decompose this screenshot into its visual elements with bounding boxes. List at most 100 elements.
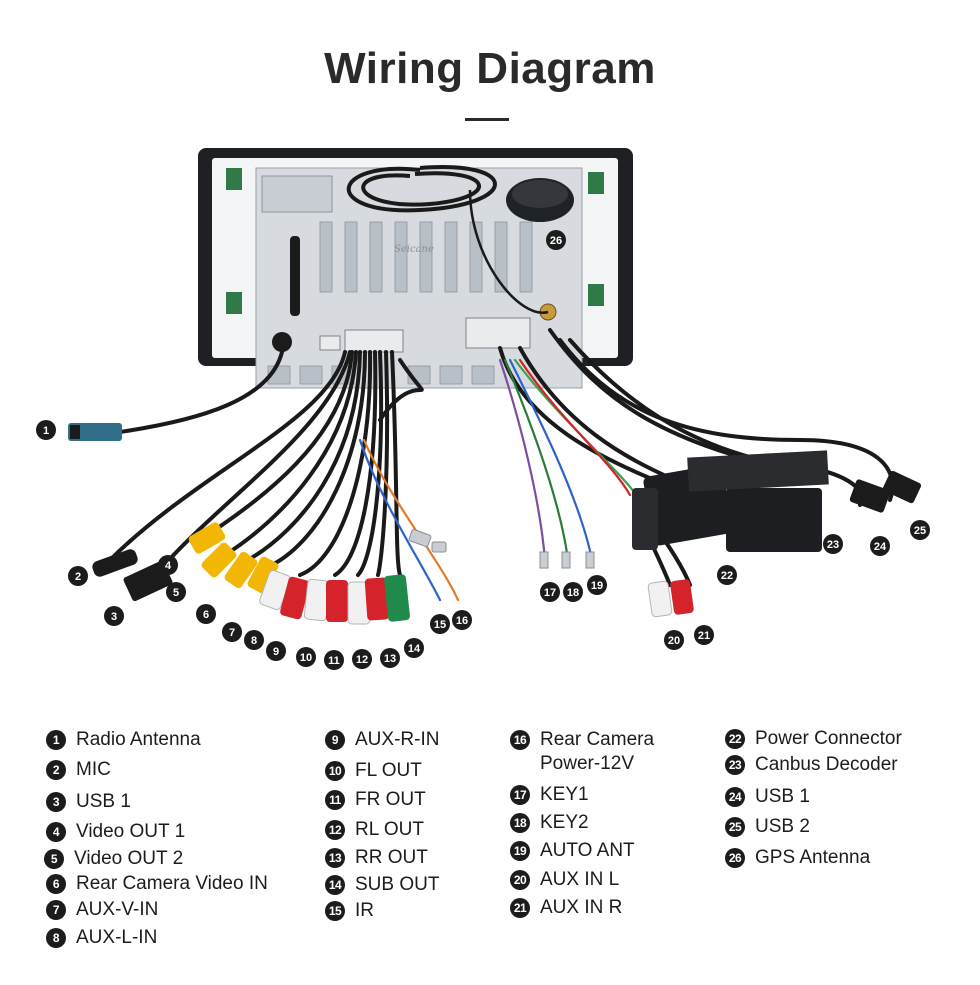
- radio-antenna-socket: [272, 332, 292, 352]
- legend-label: Rear Camera Video IN: [76, 873, 268, 894]
- legend-label: Radio Antenna: [76, 729, 201, 750]
- svg-text:13: 13: [384, 653, 396, 665]
- legend-item: 13 RR OUT: [325, 846, 428, 870]
- svg-text:6: 6: [203, 609, 209, 621]
- legend-number-badge: 23: [725, 755, 745, 775]
- legend-number-badge: 24: [725, 787, 745, 807]
- svg-text:16: 16: [456, 615, 468, 627]
- callout-badge-7: 7: [222, 622, 242, 642]
- svg-text:25: 25: [914, 525, 926, 537]
- svg-text:23: 23: [827, 539, 839, 551]
- callout-badge-13: 13: [380, 648, 400, 668]
- legend-label: USB 1: [755, 786, 810, 807]
- legend-number-badge: 14: [325, 875, 345, 895]
- legend-item: 4 Video OUT 1: [46, 820, 185, 844]
- svg-text:7: 7: [229, 627, 235, 639]
- legend-item: 9 AUX-R-IN: [325, 728, 439, 752]
- canbus-decoder-box: [687, 450, 829, 552]
- legend-label: Canbus Decoder: [755, 754, 898, 775]
- legend-number-badge: 8: [46, 928, 66, 948]
- gps-antenna: [346, 165, 574, 314]
- legend-label: KEY1: [540, 784, 589, 805]
- legend-number-badge: 20: [510, 870, 530, 890]
- rca-plugs-audio: [259, 569, 694, 625]
- svg-text:22: 22: [721, 570, 733, 582]
- legend-number-badge: 9: [325, 730, 345, 750]
- legend-number-badge: 3: [46, 792, 66, 812]
- svg-text:8: 8: [251, 635, 257, 647]
- svg-text:11: 11: [328, 655, 340, 667]
- legend-item: 2 MIC: [46, 758, 111, 782]
- legend-item: 26 GPS Antenna: [725, 846, 870, 870]
- svg-text:3: 3: [111, 611, 117, 623]
- svg-text:5: 5: [173, 587, 179, 599]
- legend-number-badge: 19: [510, 841, 530, 861]
- callout-badge-8: 8: [244, 630, 264, 650]
- legend-label: RR OUT: [355, 847, 428, 868]
- legend-label: Video OUT 2: [74, 848, 184, 869]
- callout-badge-25: 25: [910, 520, 930, 540]
- legend-number-badge: 6: [46, 874, 66, 894]
- svg-text:14: 14: [408, 643, 421, 655]
- svg-text:20: 20: [668, 635, 680, 647]
- legend-item: 6 Rear Camera Video IN: [46, 872, 268, 896]
- legend-label: KEY2: [540, 812, 589, 833]
- svg-text:12: 12: [356, 654, 368, 666]
- svg-text:19: 19: [591, 580, 603, 592]
- callout-badge-26: 26: [546, 230, 566, 250]
- legend-number-badge: 18: [510, 813, 530, 833]
- legend-number-badge: 21: [510, 898, 530, 918]
- legend-number-badge: 1: [46, 730, 66, 750]
- legend-label: USB 1: [76, 791, 131, 812]
- legend-number-badge: 2: [46, 760, 66, 780]
- legend-label: FR OUT: [355, 789, 426, 810]
- legend-label: GPS Antenna: [755, 847, 871, 868]
- callout-badge-6: 6: [196, 604, 216, 624]
- callout-badge-1: 1: [36, 420, 56, 440]
- legend-number-badge: 5: [44, 849, 64, 869]
- svg-text:18: 18: [567, 587, 579, 599]
- legend-label: SUB OUT: [355, 874, 440, 895]
- svg-text:26: 26: [550, 235, 562, 247]
- legend-label: USB 2: [755, 816, 810, 837]
- legend-item: 19 AUTO ANT: [510, 839, 635, 863]
- legend-item: 15 IR: [325, 899, 374, 923]
- svg-text:15: 15: [434, 619, 446, 631]
- legend-label: AUX IN L: [540, 869, 620, 890]
- legend-label: Video OUT 1: [76, 821, 186, 842]
- legend-number-badge: 25: [725, 817, 745, 837]
- svg-text:2: 2: [75, 571, 81, 583]
- title-underline: [465, 118, 509, 121]
- legend-number-badge: 17: [510, 785, 530, 805]
- wifi-antenna: [290, 236, 300, 316]
- wiring-diagram-illustration: Seicane: [36, 148, 930, 670]
- radio-antenna-plug: [68, 423, 122, 441]
- callout-badge-15: 15: [430, 614, 450, 634]
- callout-badge-21: 21: [694, 625, 714, 645]
- callout-badge-23: 23: [823, 534, 843, 554]
- callout-badge-11: 11: [324, 650, 344, 670]
- legend-item: 17 KEY1: [510, 783, 589, 807]
- legend-label: FL OUT: [355, 760, 422, 781]
- legend-item: 23 Canbus Decoder: [725, 753, 898, 777]
- svg-text:10: 10: [300, 652, 312, 664]
- legend-number-badge: 16: [510, 730, 530, 750]
- legend-item: 11 FR OUT: [325, 788, 426, 812]
- callout-badge-17: 17: [540, 582, 560, 602]
- svg-text:1: 1: [43, 425, 49, 437]
- callout-badge-9: 9: [266, 641, 286, 661]
- legend-item: 14 SUB OUT: [325, 873, 439, 897]
- legend-item: 1 Radio Antenna: [46, 728, 201, 752]
- legend-item: 25 USB 2: [725, 815, 810, 839]
- legend-item: 3 USB 1: [46, 790, 131, 814]
- legend-item: 5 Video OUT 2: [44, 847, 183, 871]
- legend-label: AUX-V-IN: [76, 899, 159, 920]
- legend-label: AUX-L-IN: [76, 927, 158, 948]
- svg-text:24: 24: [874, 541, 887, 553]
- callout-badge-24: 24: [870, 536, 890, 556]
- legend-number-badge: 4: [46, 822, 66, 842]
- legend-number-badge: 12: [325, 820, 345, 840]
- legend-item: 10 FL OUT: [325, 759, 422, 783]
- callout-badge-12: 12: [352, 649, 372, 669]
- legend-item: 21 AUX IN R: [510, 896, 622, 920]
